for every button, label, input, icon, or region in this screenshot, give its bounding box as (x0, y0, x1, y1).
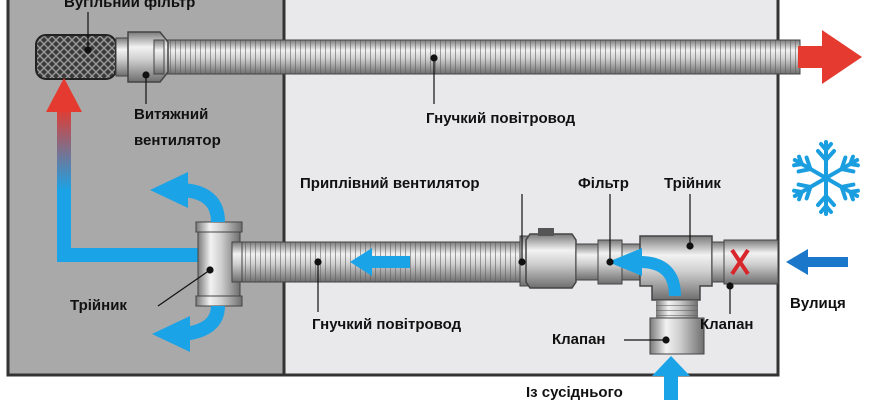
label-filter: Фільтр (578, 175, 629, 192)
snowflake-icon (788, 140, 864, 216)
supply-curved-arrow-up (150, 172, 225, 223)
label-exhaust-fan-line2: вентилятор (134, 132, 221, 149)
label-flex-duct-top: Гнучкий повітровод (426, 110, 576, 127)
valve-x-icon (730, 248, 750, 276)
label-supply-fan: Приплівний вентилятор (300, 175, 480, 192)
carbon-filter (35, 34, 117, 80)
label-valve-right: Клапан (700, 316, 754, 333)
blue-arrow-icon (350, 248, 410, 276)
label-from-neighbor: Із сусіднього (526, 384, 623, 401)
flex-duct-top (159, 39, 801, 75)
label-flex-duct-bottom: Гнучкий повітровод (312, 316, 462, 333)
exhaust-fan (115, 31, 169, 83)
supply-curved-arrow-down (152, 305, 225, 352)
red-arrow-icon (798, 30, 862, 84)
tee-left (195, 221, 243, 307)
label-valve-left: Клапан (552, 331, 606, 348)
label-carbon-filter: Вугільний фільтр (64, 0, 196, 11)
label-street: Вулиця (790, 295, 846, 312)
leader-lines (84, 12, 734, 344)
neighbor-inflow-arrow (652, 356, 690, 400)
street-inflow-arrow (786, 249, 848, 275)
label-exhaust-fan-line1: Витяжний (134, 106, 209, 123)
flex-duct-vertical (649, 300, 705, 355)
valve-right (723, 239, 779, 285)
label-tee-right: Трійник (664, 175, 721, 192)
supply-curved-arrow-tee (608, 248, 681, 297)
label-tee-left: Трійник (70, 297, 127, 314)
exhaust-flow-arrow (46, 78, 205, 262)
